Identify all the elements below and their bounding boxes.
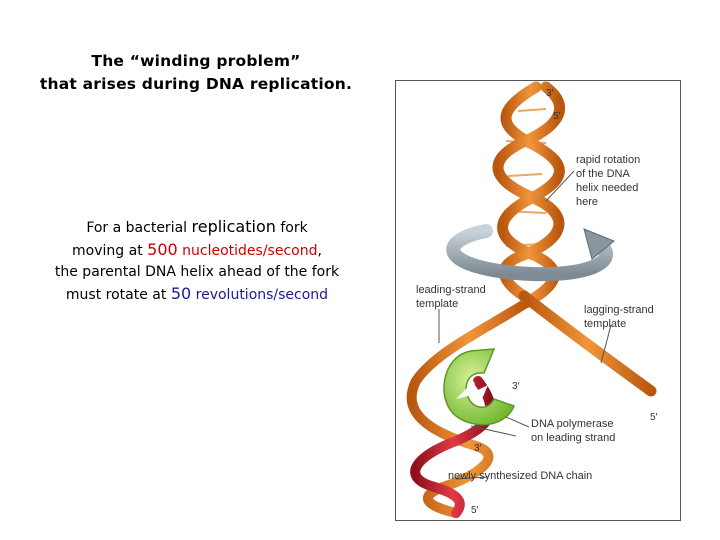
body-line-3: the parental DNA helix ahead of the fork (54, 264, 340, 280)
end-3-low-label: 3′ (474, 443, 482, 454)
explanation-text: For a bacterial replication fork moving … (0, 216, 394, 306)
rotation-rate-number: 50 (170, 284, 192, 303)
body-line-2: moving at 500 nucleotides/second, (0, 239, 394, 262)
leading-template-label-line-1: leading-strand (416, 284, 486, 296)
end-5-top-label: 5′ (553, 111, 561, 122)
nucleotide-rate-unit: nucleotides/second (177, 243, 318, 259)
title-line-1: The “winding problem” (91, 52, 301, 70)
body-line-1-big: replication (191, 217, 276, 236)
leading-template-label-line-2: template (416, 298, 458, 310)
rotation-arrow (446, 224, 615, 282)
nucleotide-rate-number: 500 (147, 240, 178, 259)
body-line-2-prefix: moving at (72, 243, 148, 259)
body-line-4-prefix: must rotate at (65, 287, 171, 303)
rotation-label-line-2: of the DNA (576, 168, 630, 180)
new-chain-label: newly synthesized DNA chain (448, 470, 592, 482)
end-5-bottom-label: 5′ (471, 505, 479, 516)
replication-fork-diagram: 3′ 5′ rapid rotation of the DNA helix ne… (406, 81, 658, 518)
polymerase-label-line-1: DNA polymerase (531, 418, 614, 430)
lagging-template-label-line-2: template (584, 318, 626, 330)
rotation-rate-unit: revolutions/second (191, 287, 329, 303)
replication-fork-figure: 3′ 5′ rapid rotation of the DNA helix ne… (395, 80, 681, 521)
end-3-mid-label: 3′ (512, 381, 520, 392)
rotation-label-line-1: rapid rotation (576, 154, 640, 166)
body-line-2-suffix: , (317, 243, 322, 259)
end-5-right-label: 5′ (650, 412, 658, 423)
parental-strand-b (492, 81, 566, 302)
rotation-label-line-4: here (576, 196, 598, 208)
dna-polymerase (443, 348, 515, 426)
polymerase-direction-arrow (456, 381, 488, 399)
body-line-1: For a bacterial replication fork (0, 216, 394, 239)
polymerase-label-line-2: on leading strand (531, 432, 615, 444)
body-line-4: must rotate at 50 revolutions/second (0, 283, 394, 306)
slide-title: The “winding problem” that arises during… (0, 50, 392, 96)
body-line-1-prefix: For a bacterial (86, 220, 192, 236)
lagging-strand-template (518, 290, 657, 397)
lagging-template-label-line-1: lagging-strand (584, 304, 654, 316)
label-leaders (438, 170, 612, 480)
body-line-1-suffix: fork (275, 220, 308, 236)
rotation-label-line-3: helix needed (576, 182, 638, 194)
end-3-top-label: 3′ (546, 88, 554, 99)
title-line-2: that arises during DNA replication. (39, 75, 353, 93)
